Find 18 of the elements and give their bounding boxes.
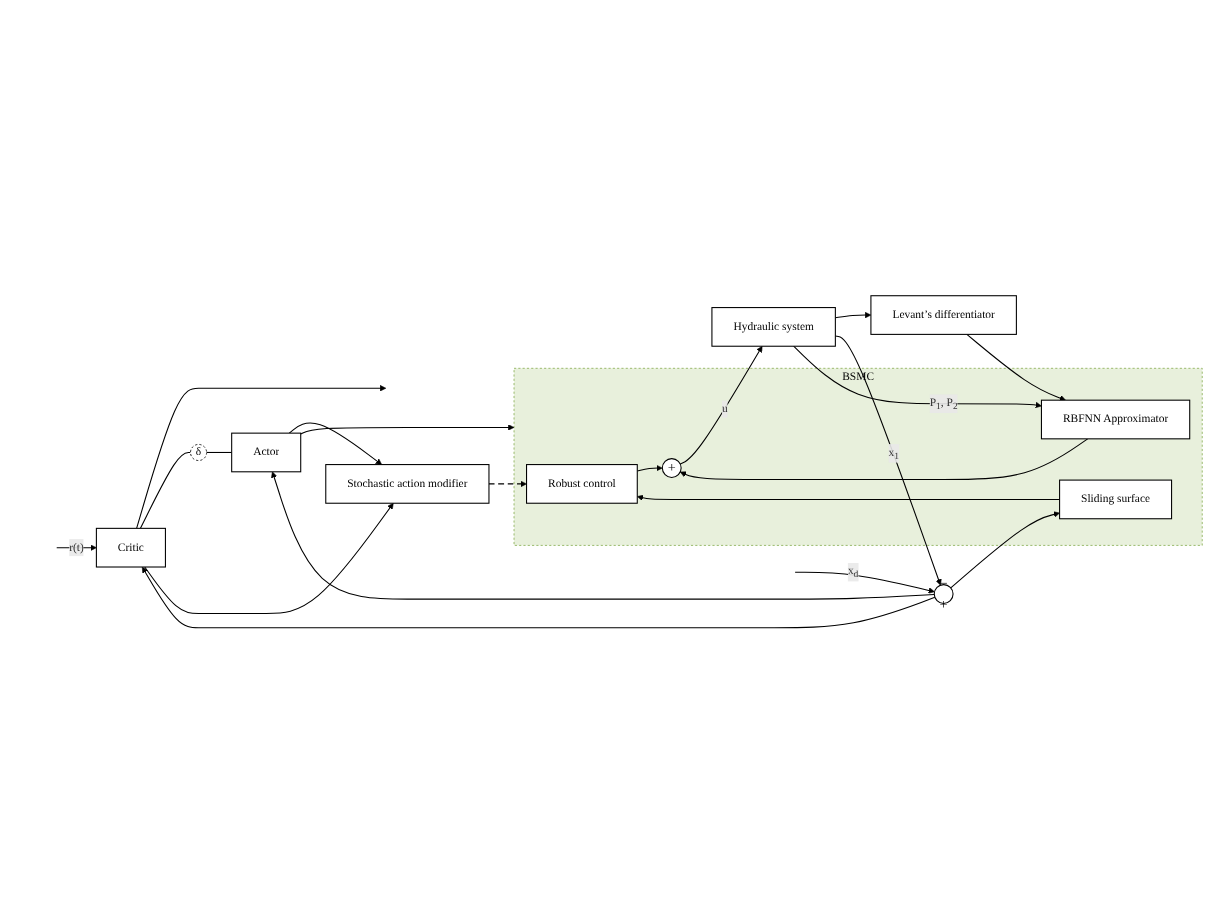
arrow — [679, 346, 763, 465]
arrow — [834, 335, 942, 586]
arrow — [56, 544, 97, 552]
arrow — [136, 385, 387, 530]
arrow — [488, 481, 527, 488]
arrow — [950, 511, 1060, 589]
arrow — [271, 471, 935, 600]
arrow — [636, 465, 663, 472]
arrow — [794, 571, 935, 594]
arrow — [966, 334, 1066, 402]
arrow — [637, 495, 1061, 502]
arrow — [288, 422, 382, 466]
arrow — [793, 345, 1042, 409]
arrow — [142, 566, 936, 629]
arrow — [144, 503, 394, 615]
arrow — [834, 312, 872, 319]
arrow — [300, 424, 515, 435]
arrow — [680, 438, 1089, 481]
